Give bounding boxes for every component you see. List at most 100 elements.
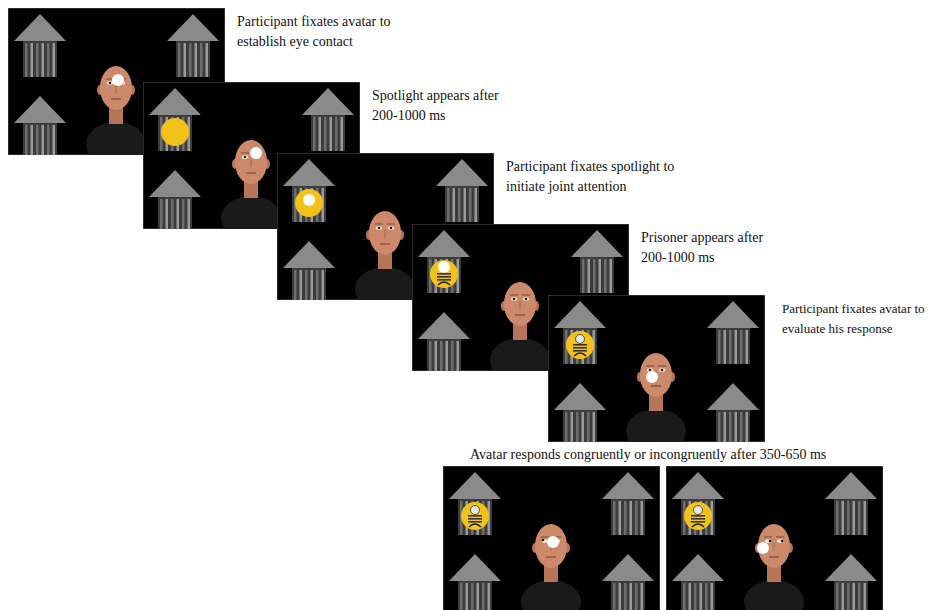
house-stripe xyxy=(457,341,460,371)
house-stripe xyxy=(740,412,743,442)
avatar-pupil xyxy=(109,82,112,85)
house-stripe xyxy=(718,412,721,442)
house-roof xyxy=(825,554,877,581)
house-stripe xyxy=(429,341,432,371)
house-body xyxy=(458,581,492,610)
avatar-head xyxy=(535,524,567,568)
house-stripe xyxy=(335,117,338,151)
house-body xyxy=(611,499,645,535)
house-stripe xyxy=(853,501,856,535)
house-stripe xyxy=(847,583,850,610)
house-stripe xyxy=(588,259,591,293)
house-stripe xyxy=(624,583,627,610)
prisoner-frown xyxy=(438,282,450,285)
house-stripe xyxy=(206,43,209,77)
house-stripe xyxy=(488,583,491,610)
avatar-shirt xyxy=(86,122,146,155)
house-stripe xyxy=(858,583,861,610)
house-stripe xyxy=(641,501,644,535)
house-stripe xyxy=(36,43,39,77)
avatar-brow xyxy=(375,224,383,225)
house-stripe xyxy=(582,259,585,293)
avatar-pupil xyxy=(661,369,664,372)
house-roof xyxy=(302,88,354,115)
step-caption: Prisoner appears after 200-1000 ms xyxy=(641,228,773,268)
house-roof xyxy=(602,472,654,499)
prisoner-head xyxy=(694,506,703,515)
step-caption: Spotlight appears after 200-1000 ms xyxy=(372,86,504,126)
house-stripe xyxy=(724,330,727,364)
house-body xyxy=(834,499,868,535)
house-stripe xyxy=(711,583,714,610)
spotlight xyxy=(566,331,594,359)
prisoner-stripe xyxy=(468,515,482,517)
prisoner-frown xyxy=(574,353,586,356)
house-stripe xyxy=(624,501,627,535)
avatar-pupil xyxy=(649,369,652,372)
prisoner-stripe xyxy=(437,276,451,278)
house-body xyxy=(427,257,461,293)
house-stripe xyxy=(464,188,467,222)
house-roof xyxy=(167,14,219,41)
avatar-brow xyxy=(658,366,666,367)
house-body xyxy=(458,499,492,535)
house-stripe xyxy=(471,583,474,610)
avatar-eye xyxy=(242,155,248,159)
house-roof xyxy=(825,472,877,499)
house-roof xyxy=(283,241,335,268)
avatar-nose xyxy=(519,301,520,309)
prisoner-stripe xyxy=(573,347,587,349)
gaze-dot xyxy=(438,261,450,273)
avatar-mouth xyxy=(769,556,779,557)
prisoner-frown xyxy=(469,524,481,527)
prisoner-stripe xyxy=(437,279,451,281)
house-stripe xyxy=(42,43,45,77)
house-stripe xyxy=(200,43,203,77)
gaze-dot xyxy=(547,536,559,548)
house-stripe xyxy=(613,583,616,610)
house-roof xyxy=(418,230,470,257)
house-stripe xyxy=(847,501,850,535)
house-stripe xyxy=(853,583,856,610)
house-body xyxy=(158,115,192,151)
avatar-eye xyxy=(523,297,529,301)
prisoner-stripe xyxy=(468,518,482,520)
spotlight xyxy=(430,260,458,288)
house-stripe xyxy=(53,125,56,155)
house-stripe xyxy=(451,341,454,371)
house-stripe xyxy=(735,412,738,442)
avatar-head xyxy=(504,282,536,326)
house-stripe xyxy=(576,412,579,442)
house-stripe xyxy=(458,188,461,222)
house-stripe xyxy=(189,43,192,77)
avatar-mouth xyxy=(515,314,525,315)
house-body xyxy=(311,115,345,151)
house-stripe xyxy=(842,501,845,535)
avatar-head xyxy=(758,524,790,568)
house-stripe xyxy=(435,341,438,371)
avatar-nose xyxy=(115,85,116,93)
trial-screen xyxy=(548,295,765,442)
house-stripe xyxy=(746,330,749,364)
prisoner-stripe xyxy=(468,521,482,523)
house-body xyxy=(716,410,750,442)
house-stripe xyxy=(724,412,727,442)
house-stripe xyxy=(446,341,449,371)
house-roof xyxy=(554,383,606,410)
house-stripe xyxy=(300,270,303,300)
prisoner-stripe xyxy=(691,515,705,517)
gaze-dot xyxy=(303,194,315,206)
house-stripe xyxy=(47,125,50,155)
avatar-pupil xyxy=(781,540,784,543)
house-stripe xyxy=(582,412,585,442)
avatar-eye xyxy=(376,226,382,230)
house-body xyxy=(176,41,210,77)
house-stripe xyxy=(166,199,169,229)
house-stripe xyxy=(316,270,319,300)
house-stripe xyxy=(683,583,686,610)
house-stripe xyxy=(735,330,738,364)
avatar-shirt xyxy=(221,196,281,229)
avatar-brow xyxy=(510,295,518,296)
avatar-brow xyxy=(522,295,530,296)
avatar-head xyxy=(640,353,672,397)
